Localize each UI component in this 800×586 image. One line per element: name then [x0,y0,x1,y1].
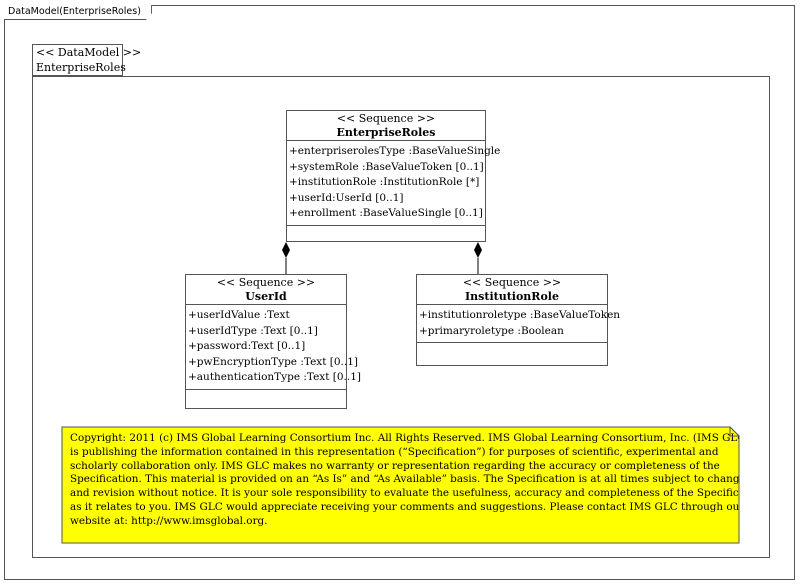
note-line: scholarly collaboration only. IMS GLC ma… [70,459,720,472]
class-stereotype: << Sequence >> [216,276,316,289]
class-stereotype: << Sequence >> [462,276,562,289]
class-attribute: +enterpriserolesType :BaseValueSingle [289,145,501,157]
class-attribute: +enrollment :BaseValueSingle [0..1] [289,207,483,219]
composition-userid-connector [282,242,290,274]
class-attributes: +userIdValue :Text +userIdType :Text [0.… [186,305,362,390]
note-line: Specification. This material is provided… [70,473,746,486]
class-header: << Sequence >> EnterpriseRoles [287,111,485,141]
class-name: InstitutionRole [465,290,559,303]
class-attribute: +authenticationType :Text [0..1] [188,371,362,383]
class-attribute: +institutionRole :InstitutionRole [*] [289,176,480,188]
package-name: EnterpriseRoles [36,61,126,74]
class-attribute: +userIdType :Text [0..1] [188,324,318,337]
note-line: Copyright: 2011 (c) IMS Global Learning … [70,432,750,444]
note-line: as it relates to you. IMS GLC would appr… [70,500,745,513]
class-attributes: +enterpriserolesType :BaseValueSingle +s… [287,141,501,226]
class-attribute: +primaryroletype :Boolean [419,324,564,337]
composition-diamond-icon [282,242,290,258]
class-name: UserId [245,290,287,303]
class-institutionrole[interactable]: << Sequence >> InstitutionRole +institut… [416,274,621,366]
class-attribute: +institutionroletype :BaseValueToken [419,309,621,321]
diagram-frame [4,5,795,580]
class-userid[interactable]: << Sequence >> UserId +userIdValue :Text… [185,274,362,409]
class-attributes: +institutionroletype :BaseValueToken +pr… [417,305,621,343]
class-attribute: +password:Text [0..1] [188,340,306,352]
class-attribute: +userId:UserId [0..1] [289,191,404,204]
note-line: website at: http://www.imsglobal.org. [70,514,268,527]
note-line: is publishing the information contained … [70,445,719,458]
class-enterpriseroles[interactable]: << Sequence >> EnterpriseRoles +enterpri… [286,110,501,242]
copyright-note: Copyright: 2011 (c) IMS Global Learning … [62,427,739,543]
class-header: << Sequence >> InstitutionRole [417,275,607,305]
class-attribute: +userIdValue :Text [188,309,290,321]
note-line: and revision without notice. It is your … [70,487,766,500]
diagram-frame-title: DataModel(EnterpriseRoles) [4,5,152,20]
class-attribute: +systemRole :BaseValueToken [0..1] [289,160,484,173]
class-name: EnterpriseRoles [336,126,436,139]
composition-diamond-icon [474,242,482,258]
package-tab: << DataModel >> EnterpriseRoles [32,44,142,76]
class-stereotype: << Sequence >> [336,112,436,125]
class-header: << Sequence >> UserId [186,275,346,305]
class-attribute: +pwEncryptionType :Text [0..1] [188,355,359,368]
package-stereotype: << DataModel >> [36,46,142,59]
composition-institutionrole-connector [474,242,482,274]
